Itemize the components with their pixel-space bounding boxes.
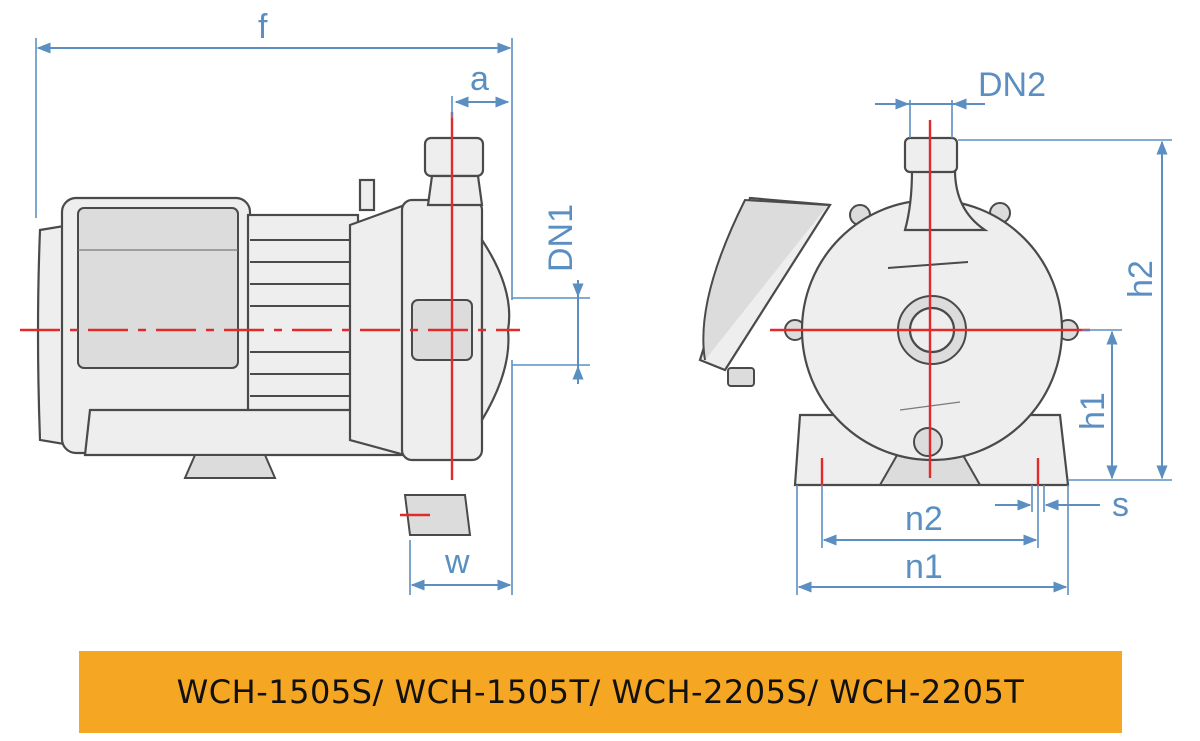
label-h2: h2 — [1122, 260, 1160, 298]
model-banner: WCH-1505S/ WCH-1505T/ WCH-2205S/ WCH-220… — [79, 651, 1122, 733]
label-n2: n2 — [905, 500, 943, 538]
front-drain — [913, 427, 943, 457]
label-h1: h1 — [1074, 392, 1112, 430]
label-s: s — [1112, 486, 1129, 524]
drain-plug — [403, 494, 472, 536]
terminal-box — [77, 207, 239, 369]
label-n1: n1 — [905, 548, 943, 586]
label-dn1: DN1 — [542, 204, 580, 272]
side-view — [20, 112, 520, 536]
model-list: WCH-1505S/ WCH-1505T/ WCH-2205S/ WCH-220… — [176, 673, 1025, 711]
label-w: w — [444, 543, 470, 581]
outlet-nozzle — [423, 136, 485, 178]
front-view — [698, 120, 1090, 487]
label-dn2: DN2 — [978, 66, 1046, 104]
base-foot — [183, 454, 277, 479]
side-view-dimensions — [35, 38, 590, 595]
label-f: f — [258, 8, 268, 46]
label-a: a — [470, 60, 489, 98]
front-view-dimensions — [796, 98, 1172, 595]
cooling-fins — [246, 213, 360, 442]
